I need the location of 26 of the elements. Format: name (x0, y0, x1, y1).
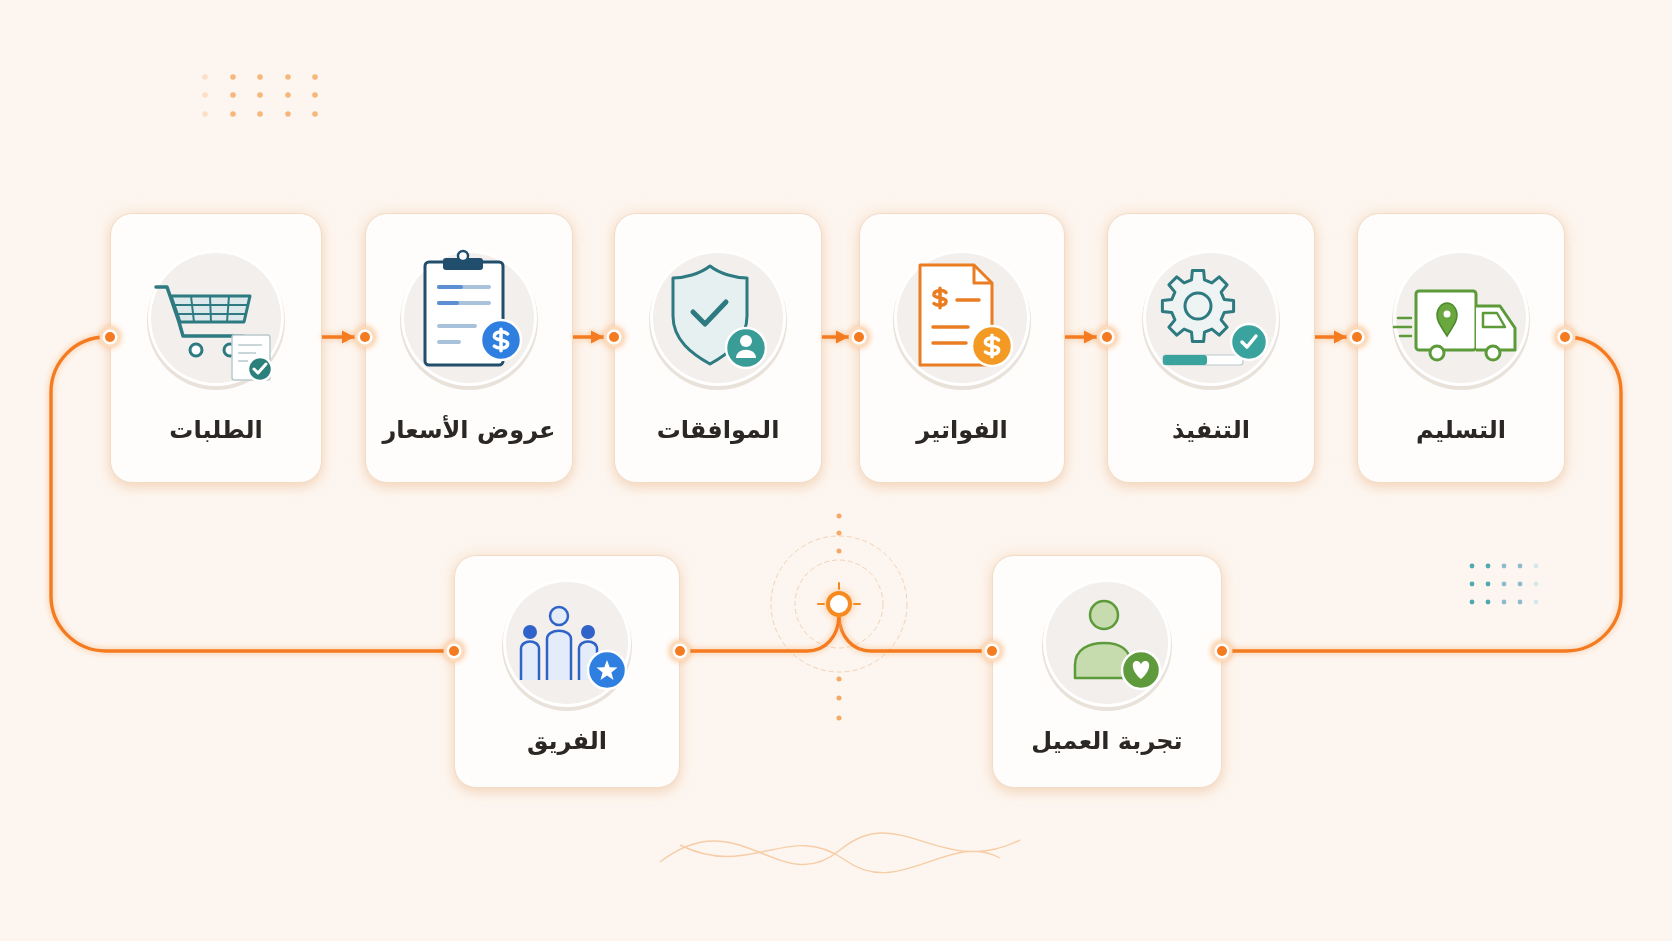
step-card (1107, 213, 1315, 483)
step-title: تجربة العميل (1031, 725, 1183, 756)
step-title: عروض الأسعار (382, 414, 556, 445)
step-title: الطلبات (169, 414, 263, 445)
step-card (365, 213, 573, 483)
step-title: الموافقات (656, 414, 780, 445)
step-card (454, 554, 680, 788)
step-card (992, 554, 1222, 788)
step-card (859, 213, 1065, 483)
hub-ring (826, 591, 852, 617)
step-title: التسليم (1416, 414, 1506, 445)
step-title: الفريق (526, 725, 608, 756)
arrow (322, 326, 376, 348)
connector-line (49, 326, 465, 662)
arrow (573, 326, 625, 348)
arrow (1315, 326, 1368, 348)
step-title: الفواتير (916, 414, 1008, 445)
step-card (614, 213, 822, 483)
arrow (822, 326, 870, 348)
step-card (110, 213, 322, 483)
connector-line (669, 616, 841, 662)
connector-line (1211, 326, 1623, 662)
step-card (1357, 213, 1565, 483)
step-title: التنفيذ (1172, 414, 1250, 445)
connector-line (837, 616, 1003, 662)
arrow (1065, 326, 1118, 348)
